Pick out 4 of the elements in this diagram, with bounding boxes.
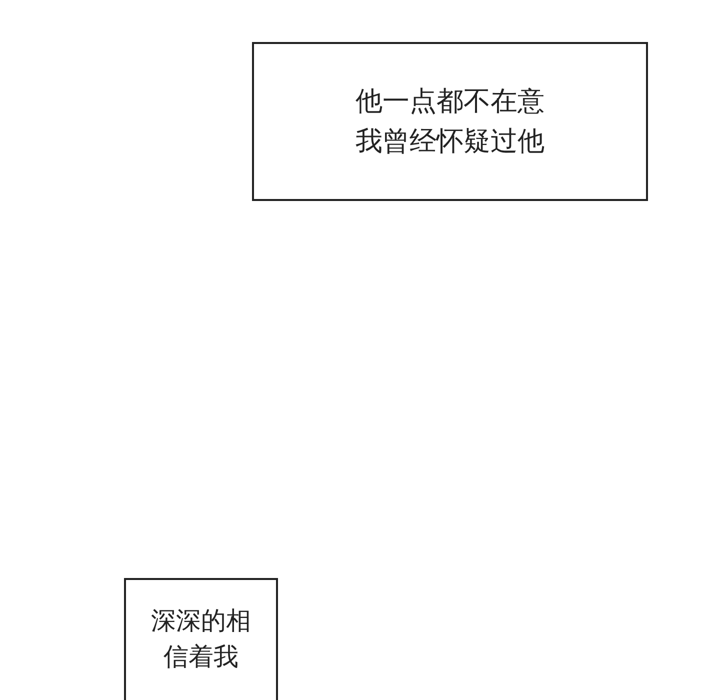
caption-text: 深深的相信着我 (150, 604, 252, 673)
caption-box (252, 42, 648, 201)
caption-text: 他一点都不在意我曾经怀疑过他 (354, 85, 546, 158)
caption-box (124, 578, 278, 700)
